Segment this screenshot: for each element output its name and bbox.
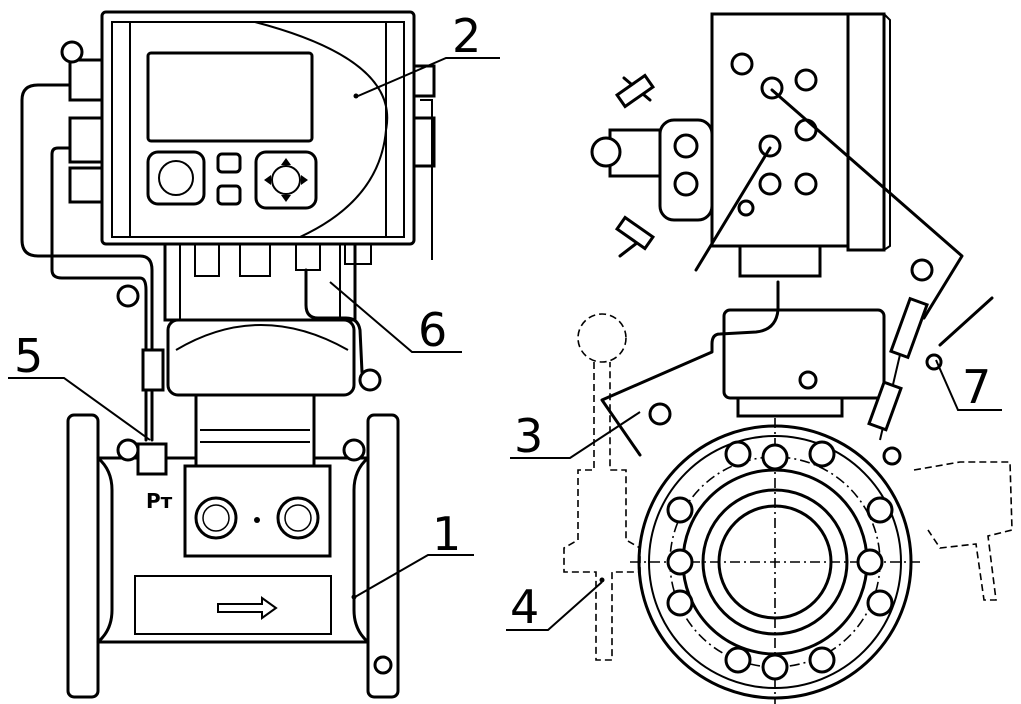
valve-manifold (590, 73, 714, 258)
callout-label-3: 3 (514, 409, 543, 463)
callout-label-7: 7 (962, 360, 991, 414)
callout-3: 3 (510, 409, 641, 463)
callout-label-5: 5 (14, 329, 43, 383)
pressure-port-label: Pт (146, 489, 173, 513)
electronic-unit (100, 10, 416, 277)
callout-label-1: 1 (432, 507, 461, 561)
callout-5: 5 (8, 329, 151, 441)
callout-1: 1 (354, 507, 474, 598)
side-view (563, 12, 1013, 704)
callout-7: 7 (935, 359, 1002, 414)
callout-label-4: 4 (510, 580, 539, 634)
callout-2: 2 (357, 9, 500, 97)
side-impulse-tubes (600, 88, 994, 466)
callout-4: 4 (506, 580, 603, 634)
callout-label-2: 2 (452, 9, 481, 63)
callout-label-6: 6 (418, 303, 447, 357)
side-electronic-unit (710, 12, 891, 418)
flange (630, 418, 920, 704)
callout-6: 6 (329, 281, 462, 357)
impulse-tubes (20, 83, 382, 476)
phantom-outlines (563, 313, 1013, 661)
adapter-neck (163, 238, 357, 468)
side-connectors (60, 40, 436, 260)
front-view: Pт (20, 10, 436, 699)
